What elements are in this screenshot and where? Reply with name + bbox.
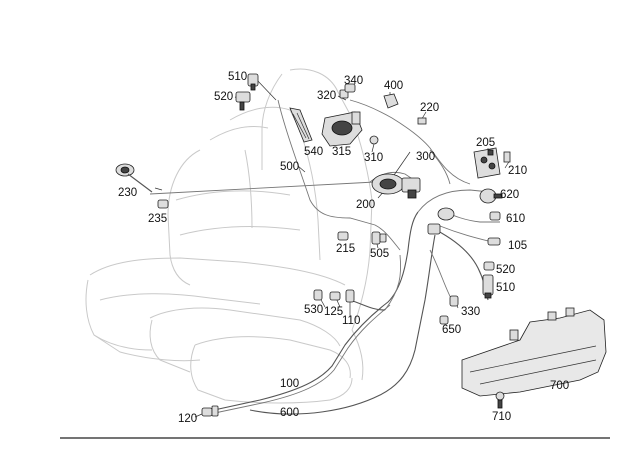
part-315-motor-icon — [321, 111, 363, 147]
part-235-icon — [157, 199, 169, 209]
label-110: 110 — [342, 315, 360, 327]
part-200-pump-icon — [371, 173, 421, 199]
label-520-top: 520 — [214, 91, 233, 103]
part-210-icon — [503, 151, 511, 163]
seat-outline — [85, 68, 373, 404]
part-110-icon — [345, 289, 355, 303]
part-700-reservoir-icon — [461, 307, 607, 397]
label-330: 330 — [461, 306, 480, 318]
label-125: 125 — [324, 306, 343, 318]
label-120: 120 — [178, 413, 197, 425]
label-600: 600 — [280, 407, 299, 419]
label-510-top: 510 — [228, 71, 247, 83]
label-300: 300 — [416, 151, 435, 163]
part-340-icon — [344, 83, 356, 93]
part-510-right-icon — [482, 274, 494, 299]
label-105: 105 — [508, 240, 527, 252]
label-220: 220 — [420, 102, 439, 114]
label-235: 235 — [148, 213, 167, 225]
part-105-icon — [487, 237, 501, 246]
label-215: 215 — [336, 243, 355, 255]
label-310: 310 — [364, 152, 383, 164]
label-710: 710 — [492, 411, 511, 423]
part-540-strip-icon — [289, 107, 313, 143]
part-505-icon — [371, 231, 387, 245]
label-400: 400 — [384, 80, 403, 92]
label-505: 505 — [370, 248, 389, 260]
hose-lines — [149, 99, 501, 415]
label-340: 340 — [344, 75, 363, 87]
label-700: 700 — [550, 380, 569, 392]
part-610-icon — [489, 211, 501, 221]
part-220-icon — [417, 117, 427, 125]
part-620-icon — [479, 188, 503, 204]
part-520-right-icon — [483, 261, 495, 271]
part-230-sensor-icon — [115, 163, 153, 193]
part-330-icon — [449, 295, 459, 307]
label-500: 500 — [280, 161, 299, 173]
part-125-icon — [329, 291, 341, 301]
part-valve-mid-icon — [427, 207, 455, 235]
label-620: 620 — [500, 189, 519, 201]
label-230: 230 — [118, 187, 137, 199]
part-205-valve-block-icon — [473, 147, 501, 179]
label-610: 610 — [506, 213, 525, 225]
label-315: 315 — [332, 146, 351, 158]
part-310-icon — [369, 135, 379, 153]
part-520-top-icon — [235, 91, 251, 111]
label-520-right: 520 — [496, 264, 515, 276]
label-510-right: 510 — [496, 282, 515, 294]
part-510-top-icon — [247, 73, 259, 91]
part-120-icon — [201, 405, 219, 417]
part-215-icon — [337, 231, 349, 241]
label-205: 205 — [476, 137, 495, 149]
part-labels: 510 520 340 320 400 220 540 315 310 300 … — [118, 71, 569, 425]
label-100: 100 — [280, 378, 299, 390]
label-540: 540 — [304, 146, 323, 158]
part-400-icon — [383, 93, 399, 109]
label-210: 210 — [508, 165, 527, 177]
part-710-screw-icon — [495, 391, 505, 409]
part-530-icon — [313, 289, 323, 301]
parts — [115, 73, 607, 417]
label-650: 650 — [442, 324, 461, 336]
label-200: 200 — [356, 199, 375, 211]
label-530: 530 — [304, 304, 323, 316]
part-650-icon — [439, 315, 449, 325]
label-320: 320 — [317, 90, 336, 102]
